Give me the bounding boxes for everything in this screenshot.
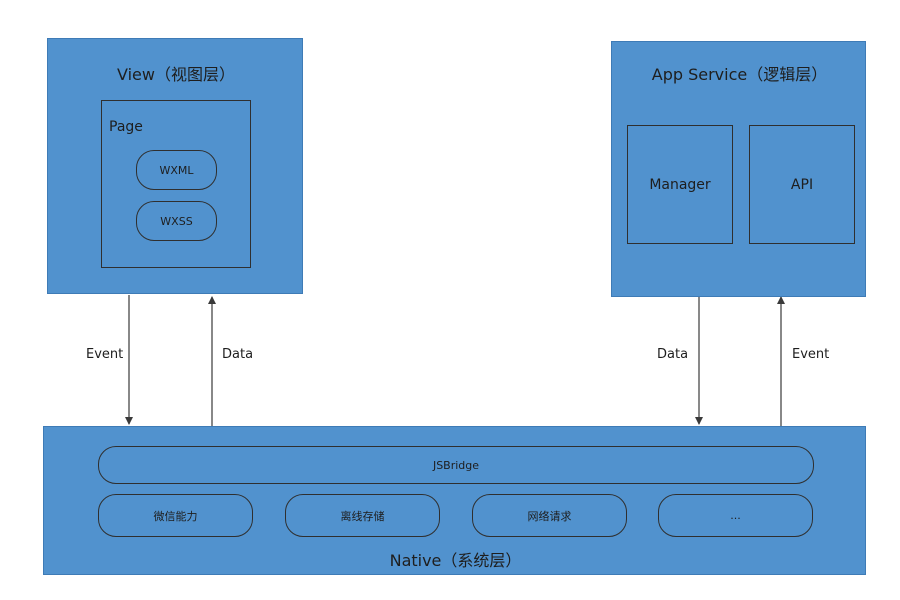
manager-module: Manager — [627, 125, 733, 244]
page-box: Page WXML WXSS — [101, 100, 251, 268]
view-event-label: Event — [86, 347, 124, 362]
view-data-label: Data — [222, 347, 254, 362]
capability-network-request: 网络请求 — [472, 494, 627, 537]
page-title: Page — [109, 119, 143, 135]
capability-wechat: 微信能力 — [98, 494, 253, 537]
jsbridge-bar: JSBridge — [98, 446, 814, 484]
service-event-label: Event — [792, 347, 830, 362]
view-layer-title: View（视图层） — [117, 65, 235, 84]
service-data-label: Data — [657, 347, 689, 362]
view-layer-box: View（视图层） Page WXML WXSS — [47, 38, 303, 294]
native-layer-title: Native（系统层） — [389, 551, 522, 570]
app-service-layer-title: App Service（逻辑层） — [651, 65, 828, 84]
manager-label: Manager — [649, 176, 711, 193]
wxss-item: WXSS — [136, 201, 217, 241]
capability-more: ... — [658, 494, 813, 537]
capability-offline-storage: 离线存储 — [285, 494, 440, 537]
app-service-layer-box: App Service（逻辑层） Manager API — [611, 41, 866, 297]
native-layer-box: JSBridge 微信能力 离线存储 网络请求 ... Native（系统层） — [43, 426, 866, 575]
wxml-item: WXML — [136, 150, 217, 190]
api-label: API — [790, 176, 814, 193]
api-module: API — [749, 125, 855, 244]
